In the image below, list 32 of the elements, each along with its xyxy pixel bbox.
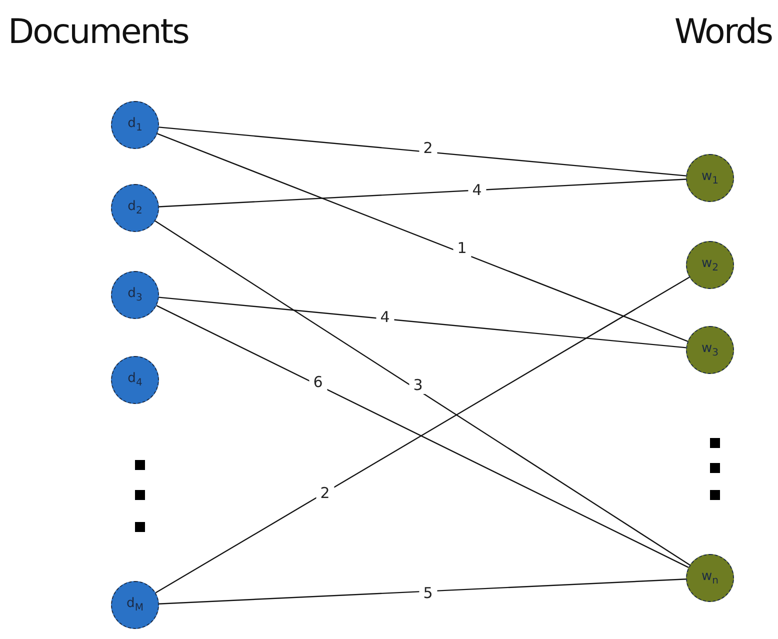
connector-line bbox=[158, 578, 686, 604]
connector-line bbox=[154, 220, 690, 566]
connector-line bbox=[156, 305, 689, 568]
edge-label: 3 bbox=[409, 376, 427, 394]
node-label: d$_{3}$ bbox=[128, 286, 142, 304]
document-circle bbox=[111, 101, 159, 149]
column-heading: Words bbox=[674, 12, 772, 52]
connector-line bbox=[155, 276, 690, 594]
edge-label: 2 bbox=[316, 484, 334, 502]
connector-line bbox=[158, 296, 686, 348]
node-label: w$_{3}$ bbox=[701, 341, 718, 359]
node-label: w$_{n}$ bbox=[702, 569, 718, 587]
edge-label: 6 bbox=[309, 373, 327, 391]
node-label: d$_{1}$ bbox=[128, 116, 142, 134]
edge-label: 1 bbox=[453, 239, 471, 257]
document-circle bbox=[111, 581, 159, 629]
word-circle bbox=[686, 241, 734, 289]
word-circle bbox=[686, 326, 734, 374]
connector-line bbox=[158, 126, 686, 176]
word-circle bbox=[686, 554, 734, 602]
document-circle bbox=[111, 271, 159, 319]
node-label: w$_{1}$ bbox=[701, 169, 718, 187]
document-circle bbox=[111, 184, 159, 232]
node-label: d$_{M}$ bbox=[126, 596, 144, 614]
word-circle bbox=[686, 154, 734, 202]
connector-line bbox=[158, 178, 686, 208]
column-heading: Documents bbox=[8, 12, 188, 52]
connector-line bbox=[157, 133, 688, 342]
node-label: w$_{2}$ bbox=[701, 256, 718, 274]
node-label: d$_{4}$ bbox=[128, 371, 142, 389]
node-label: d$_{2}$ bbox=[128, 199, 142, 217]
document-circle bbox=[111, 356, 159, 404]
